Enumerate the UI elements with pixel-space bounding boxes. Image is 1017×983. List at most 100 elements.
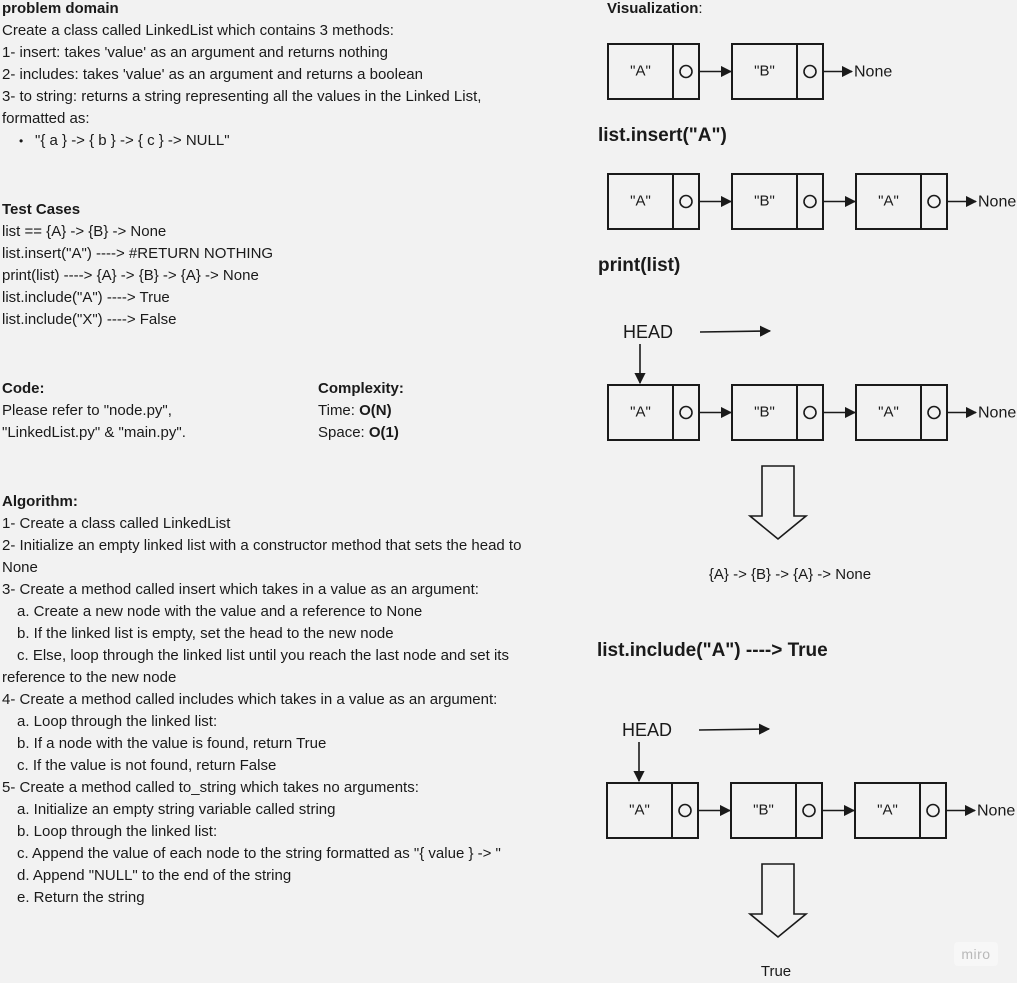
algorithm-step: 4- Create a method called includes which… [2, 691, 498, 708]
algorithm-step: None [2, 559, 38, 576]
none-label: None [978, 194, 1016, 211]
pointer-circle-icon [679, 64, 693, 79]
test-cases-heading: Test Cases [2, 201, 81, 218]
algorithm-step: 2- Initialize an empty linked list with … [2, 537, 522, 554]
node-value-label: "A" [630, 62, 651, 79]
node-value-label: "A" [630, 403, 651, 420]
node-pointer-box [672, 384, 700, 441]
code-line-1: Please refer to "node.py", [2, 402, 172, 419]
pointer-circle-icon [927, 194, 941, 209]
node-value-box [854, 782, 921, 839]
pointer-circle-icon [802, 803, 816, 818]
node-pointer-box [672, 43, 700, 100]
code-line-2: "LinkedList.py" & "main.py". [2, 424, 186, 441]
none-label: None [854, 64, 892, 81]
algorithm-step: a. Loop through the linked list: [17, 713, 218, 730]
node-value-label: "A" [630, 192, 651, 209]
down-arrow-icon [747, 465, 809, 541]
node-value-label: "B" [753, 801, 774, 818]
node-pointer-box [796, 173, 824, 230]
pointer-circle-icon [679, 405, 693, 420]
node-pointer-box [919, 782, 947, 839]
node-value-label: "A" [629, 801, 650, 818]
test-case-line: print(list) ----> {A} -> {B} -> {A} -> N… [2, 267, 259, 284]
head-right-arrow [698, 723, 771, 735]
miro-watermark: miro [954, 942, 998, 966]
node-pointer-box [672, 173, 700, 230]
node-pointer-box [796, 384, 824, 441]
algorithm-step: a. Initialize an empty string variable c… [17, 801, 336, 818]
visualization-colon: : [698, 0, 703, 17]
pointer-circle-icon [803, 64, 817, 79]
algorithm-step: c. Append the value of each node to the … [17, 845, 501, 862]
node-value-box [731, 173, 798, 230]
algorithm-step: 5- Create a method called to_string whic… [2, 779, 419, 796]
time-label: Time: [318, 402, 360, 419]
node-pointer-box [795, 782, 823, 839]
node-value-box [855, 173, 922, 230]
pointer-circle-icon [803, 194, 817, 209]
result-label: True [761, 963, 791, 980]
node-value-box [607, 173, 674, 230]
none-label: None [977, 803, 1015, 820]
pointer-circle-icon [803, 405, 817, 420]
visualization-heading: Visualization: [607, 0, 703, 20]
problem-description: Create a class called LinkedList which c… [2, 22, 394, 39]
pointer-circle-icon [678, 803, 692, 818]
problem-method-includes: 2- includes: takes 'value' as an argumen… [2, 66, 423, 83]
node-pointer-box [796, 43, 824, 100]
algorithm-step: 3- Create a method called insert which t… [2, 581, 479, 598]
node-value-box [731, 384, 798, 441]
test-case-line: list.include("X") ----> False [2, 311, 177, 328]
node-value-box [855, 384, 922, 441]
algorithm-step: c. If the value is not found, return Fal… [17, 757, 277, 774]
algorithm-step: reference to the new node [2, 669, 177, 686]
node-value-box [607, 43, 674, 100]
node-value-label: "A" [877, 801, 898, 818]
code-heading: Code: [2, 380, 45, 397]
node-value-label: "B" [754, 403, 775, 420]
algorithm-step: a. Create a new node with the value and … [17, 603, 423, 620]
time-value: O(N) [359, 402, 392, 419]
space-value: O(1) [368, 424, 399, 441]
problem-format-label: formatted as: [2, 110, 90, 127]
node-pointer-box [671, 782, 699, 839]
test-case-line: list == {A} -> {B} -> None [2, 223, 167, 240]
complexity-space: Space: O(1) [318, 422, 399, 444]
space-label: Space: [318, 424, 369, 441]
algorithm-steps: 1- Create a class called LinkedList 2- In… [2, 513, 521, 909]
algorithm-step: b. If the linked list is empty, set the … [17, 625, 394, 642]
test-case-line: list.insert("A") ----> #RETURN NOTHING [2, 245, 274, 262]
diagram-title-include: list.include("A") ----> True [597, 640, 828, 661]
node-value-box [606, 782, 673, 839]
algorithm-step: b. If a node with the value is found, re… [17, 735, 327, 752]
problem-domain-heading: problem domain [2, 0, 119, 17]
result-label: {A} -> {B} -> {A} -> None [709, 566, 871, 583]
algorithm-step: e. Return the string [17, 889, 145, 906]
node-value-label: "B" [754, 62, 775, 79]
node-pointer-box [920, 384, 948, 441]
algorithm-step: d. Append "NULL" to the end of the strin… [17, 867, 292, 884]
algorithm-step: 1- Create a class called LinkedList [2, 515, 231, 532]
node-value-label: "B" [754, 192, 775, 209]
visualization-title: Visualization [607, 0, 699, 17]
node-value-label: "A" [878, 192, 899, 209]
none-label: None [978, 405, 1016, 422]
test-cases-list: list == {A} -> {B} -> None list.insert("… [2, 221, 273, 331]
algorithm-step: c. Else, loop through the linked list un… [17, 647, 509, 664]
format-example-bullet: "{ a } -> { b } -> { c } -> NULL" [19, 130, 229, 152]
diagram-title-insert: list.insert("A") [598, 125, 727, 146]
head-label: HEAD [623, 322, 673, 342]
pointer-circle-icon [926, 803, 940, 818]
down-arrow-icon [747, 863, 809, 939]
complexity-heading: Complexity: [318, 380, 404, 397]
complexity-time: Time: O(N) [318, 400, 392, 422]
test-case-line: list.include("A") ----> True [2, 289, 170, 306]
head-label: HEAD [622, 720, 672, 740]
head-right-arrow [699, 325, 772, 337]
pointer-circle-icon [679, 194, 693, 209]
pointer-circle-icon [927, 405, 941, 420]
node-pointer-box [920, 173, 948, 230]
problem-method-insert: 1- insert: takes 'value' as an argument … [2, 44, 388, 61]
